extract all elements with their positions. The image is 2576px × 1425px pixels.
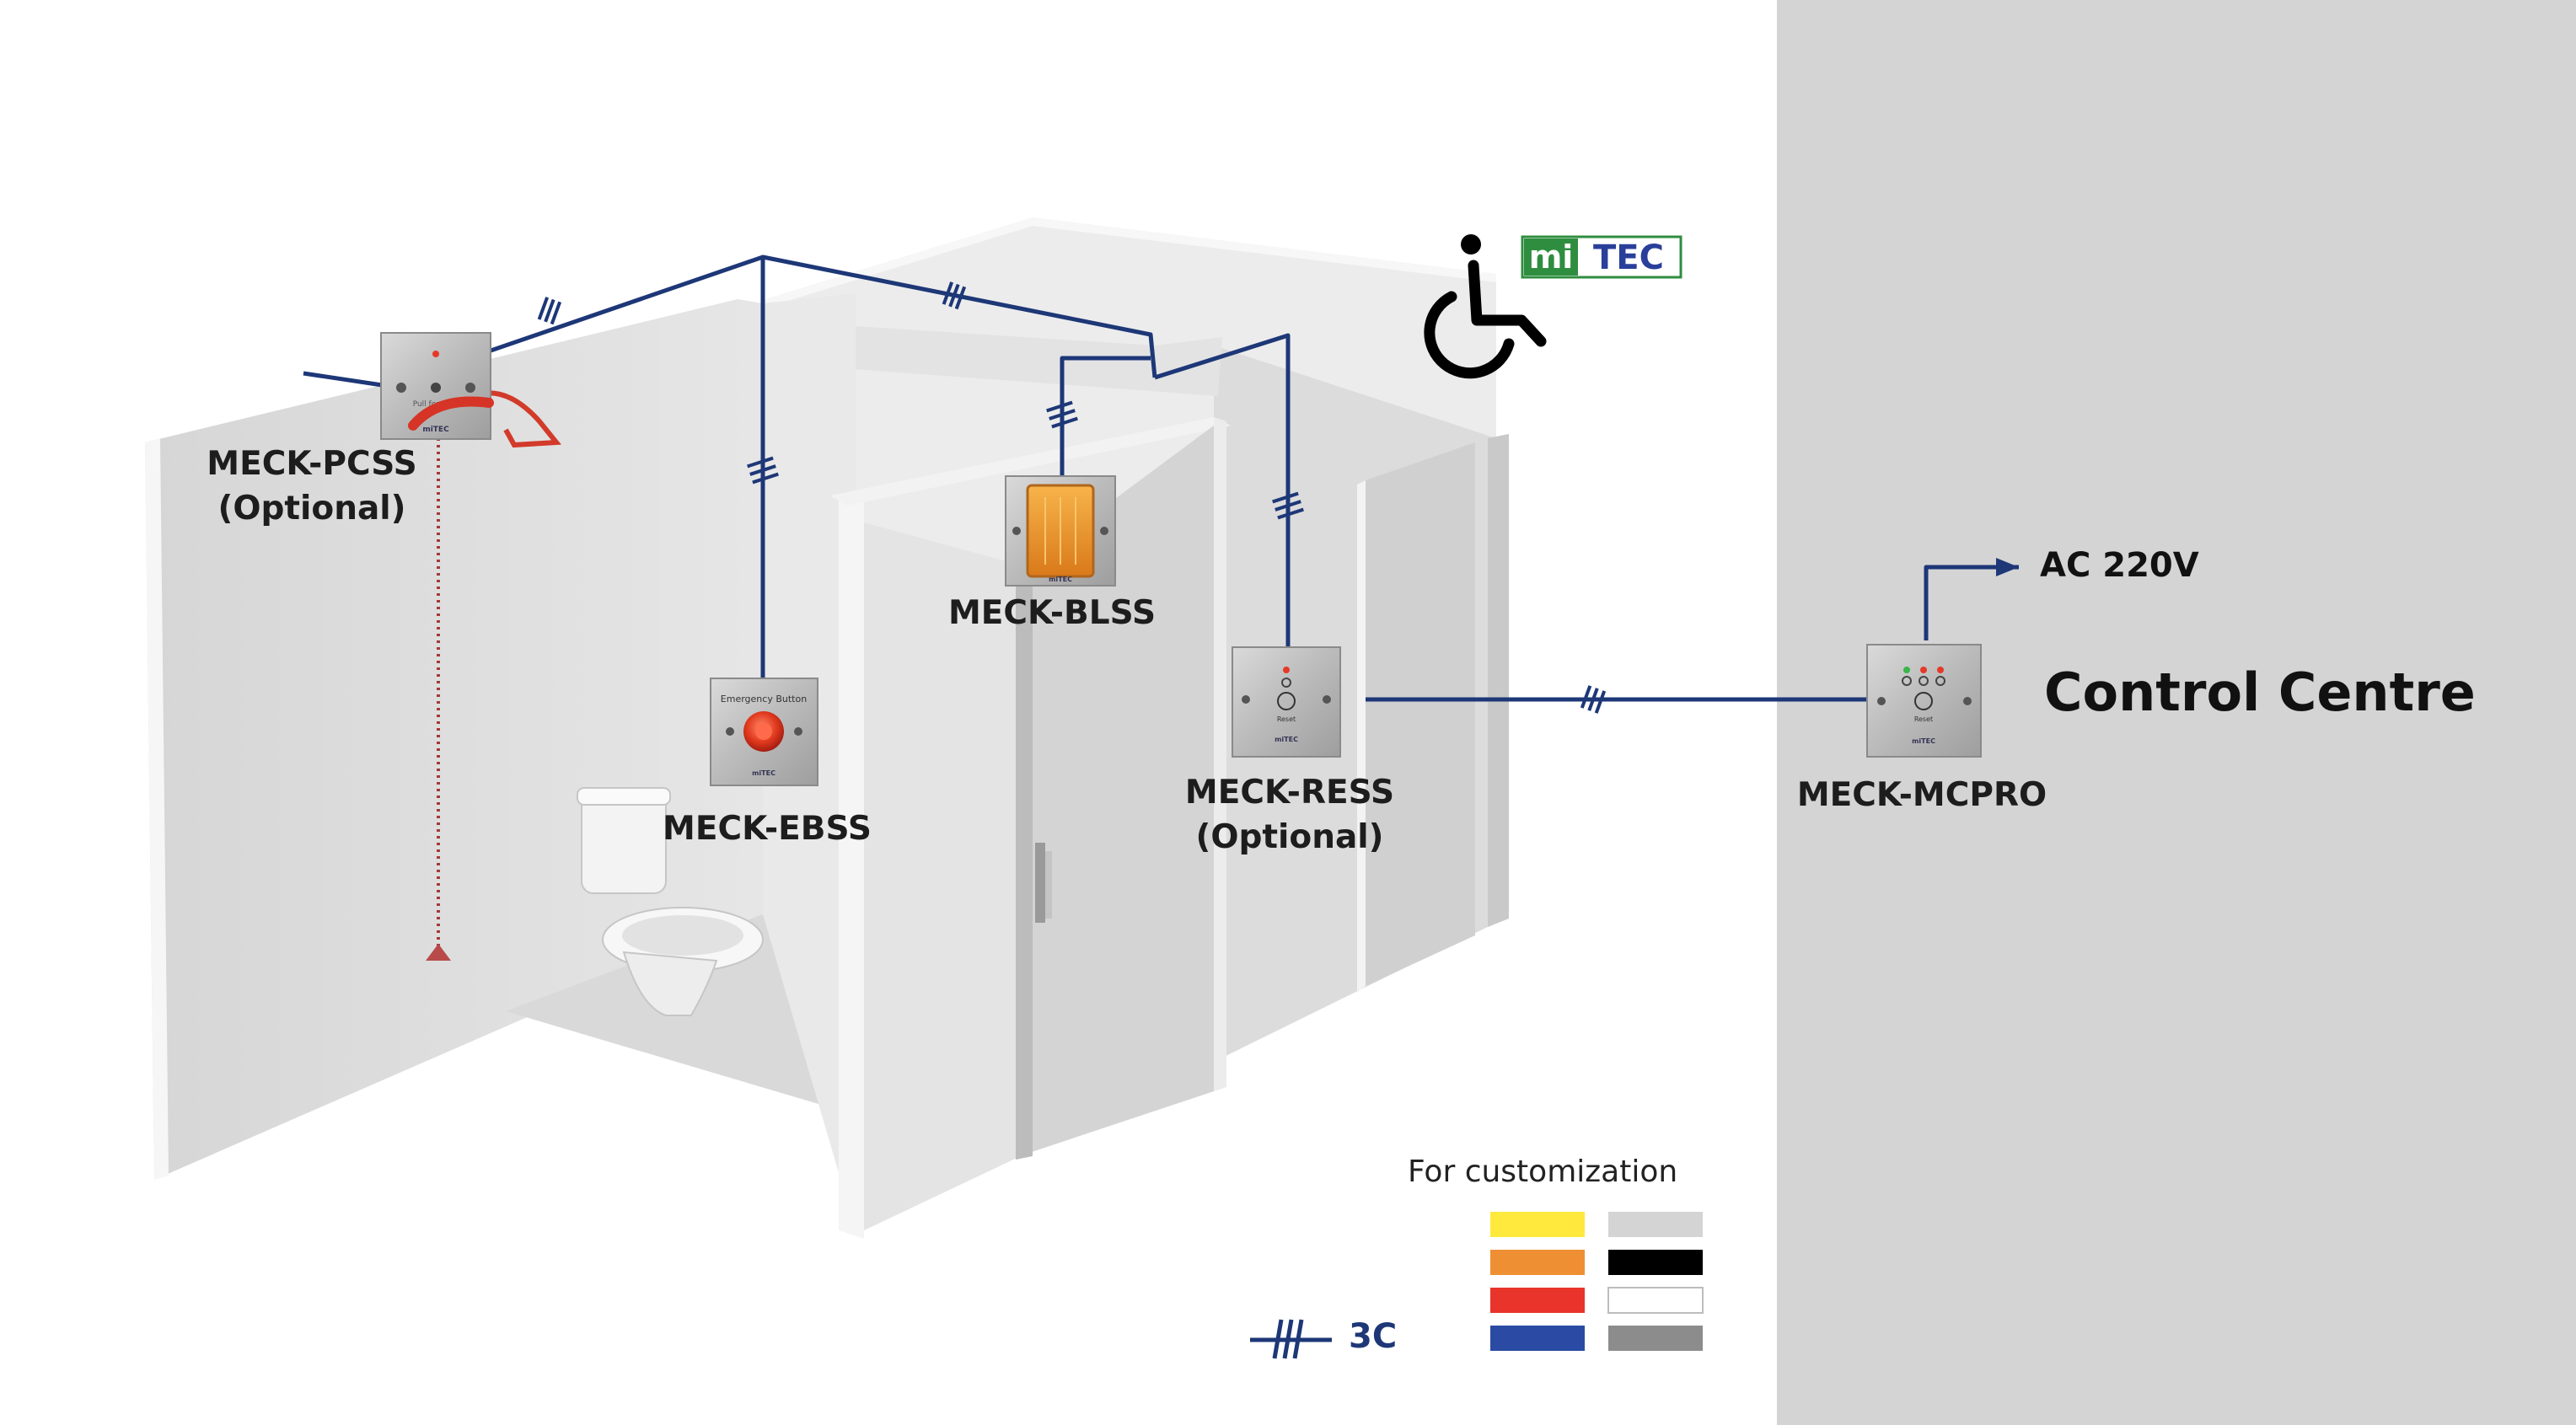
ress-plate-brand: miTEC <box>1275 736 1298 743</box>
blss-plate-brand: miTEC <box>1049 576 1072 583</box>
door-handle <box>1035 843 1045 923</box>
reset-button-icon <box>1277 692 1296 710</box>
customization-title: For customization <box>1408 1154 1678 1189</box>
mcpro-name: MECK-MCPRO <box>1796 776 2047 814</box>
left-swatch-4 <box>1490 1326 1585 1351</box>
left-swatch-3 <box>1490 1288 1585 1313</box>
ress-plate-text: Reset <box>1277 715 1296 723</box>
label-ac-power: AC 220V <box>2040 546 2199 585</box>
pcss-name: MECK-PCSS <box>207 445 417 483</box>
mcpro-plate-brand: miTEC <box>1912 737 1935 745</box>
ceiling-beam <box>763 320 1222 396</box>
door-frame-top <box>830 417 1231 506</box>
device-mcpro: Reset miTEC <box>1866 644 1982 758</box>
ebss-name: MECK-EBSS <box>663 810 872 848</box>
color-swatches-left <box>1490 1212 1585 1351</box>
right-wall-door-frame <box>1357 480 1366 993</box>
wire-ac <box>1924 565 2019 640</box>
label-pcss: MECK-PCSS (Optional) <box>207 442 417 531</box>
right-swatch-3 <box>1607 1287 1704 1314</box>
ebss-plate-title: Emergency Button <box>721 694 807 704</box>
pcss-plate-brand: miTEC <box>422 426 449 434</box>
blss-name: MECK-BLSS <box>947 594 1157 632</box>
label-ebss: MECK-EBSS <box>662 807 872 852</box>
left-swatch-1 <box>1490 1212 1585 1237</box>
wire-blss <box>1060 356 1151 476</box>
right-wall-face <box>1488 434 1509 927</box>
device-ress: Reset miTEC <box>1232 646 1341 758</box>
cable-legend-label: 3C <box>1349 1317 1398 1356</box>
sliding-door-edge <box>1016 563 1033 1160</box>
door-handle-bar <box>1045 851 1052 919</box>
color-swatches-right <box>1607 1212 1704 1351</box>
ac-arrow <box>1996 558 2019 576</box>
device-ebss: Emergency Button miTEC <box>710 678 818 786</box>
device-pcss: Pull for Help miTEC <box>380 332 494 440</box>
ress-note: (Optional) <box>1195 817 1384 856</box>
right-swatch-1 <box>1608 1212 1703 1237</box>
partition-face <box>839 489 864 1239</box>
label-blss: MECK-BLSS <box>947 592 1157 636</box>
right-swatch-2 <box>1608 1250 1703 1275</box>
wheelchair-icon <box>1424 234 1547 379</box>
mitec-logo: mi TEC <box>1521 235 1682 279</box>
right-wall-door <box>1366 442 1475 986</box>
cable-ticks <box>537 281 1607 714</box>
logo-tec: TEC <box>1593 238 1664 277</box>
control-centre-title: Control Centre <box>2044 662 2476 723</box>
left-swatch-2 <box>1490 1250 1585 1275</box>
wire-ress <box>1154 333 1291 651</box>
back-wall-cap <box>763 217 1496 308</box>
left-wall-edge <box>145 438 169 1180</box>
sliding-door-opening <box>864 522 1024 1230</box>
ebss-plate-brand: miTEC <box>752 769 775 777</box>
logo-mi: mi <box>1529 238 1574 276</box>
label-mcpro: MECK-MCPRO <box>1795 774 2048 818</box>
ress-name: MECK-RESS <box>1184 774 1395 812</box>
left-wall <box>145 299 763 1180</box>
sliding-door <box>1024 426 1214 1154</box>
device-blss: miTEC <box>1005 475 1116 587</box>
pull-cord-end <box>426 944 451 961</box>
toilet <box>577 787 764 1016</box>
label-ress: MECK-RESS (Optional) <box>1180 771 1399 860</box>
door-rail <box>1214 417 1226 1091</box>
cable-legend-symbol <box>1250 1319 1332 1359</box>
mcpro-plate-text: Reset <box>1914 715 1933 723</box>
pcss-note: (Optional) <box>217 489 406 528</box>
right-swatch-4 <box>1608 1326 1703 1351</box>
